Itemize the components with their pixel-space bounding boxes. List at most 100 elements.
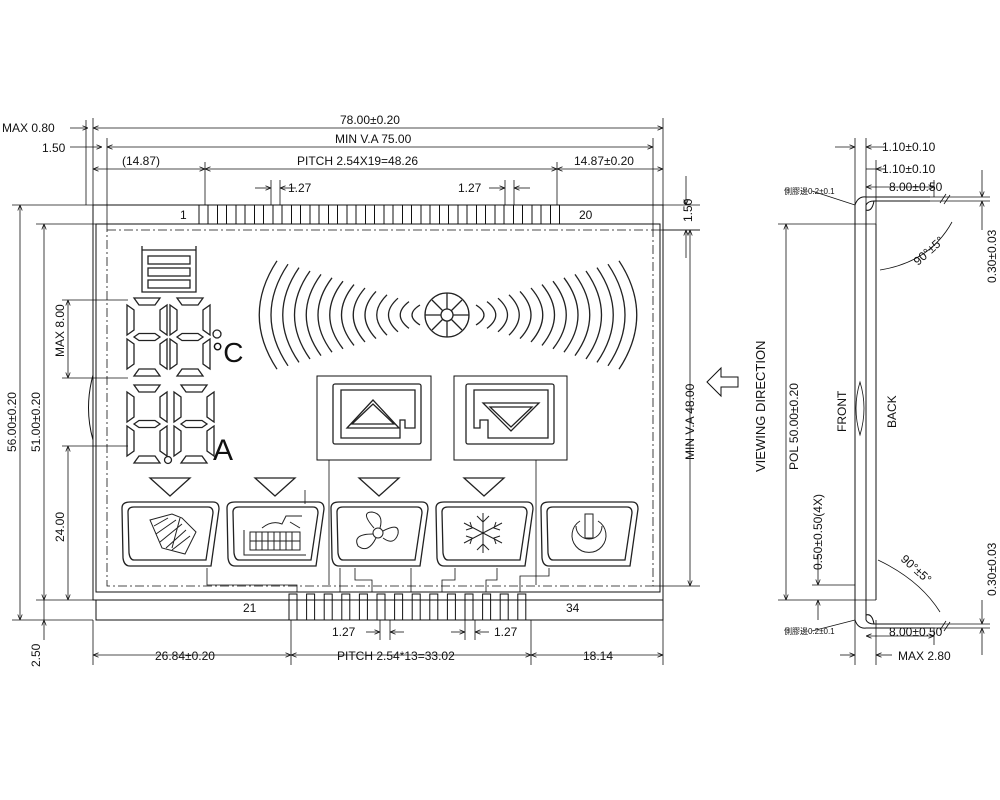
viewing-direction-arrow-icon bbox=[706, 366, 739, 398]
gap-bottom-label: 0.30±0.03 bbox=[985, 542, 999, 596]
top-dimension-text: 78.00±0.20 MIN V.A 75.00 PITCH 2.54X19=4… bbox=[2, 113, 695, 222]
up-arrow-button bbox=[316, 375, 432, 585]
wind-arc-left bbox=[364, 290, 377, 340]
side-view-drawing bbox=[778, 138, 990, 665]
down-arrow-button bbox=[453, 375, 568, 585]
lcd-panel-outline bbox=[92, 204, 664, 621]
top-pin bbox=[439, 204, 449, 225]
wind-arc-right bbox=[541, 284, 555, 346]
thickness-2-label: 1.10±0.10 bbox=[882, 162, 936, 176]
bottom-pin bbox=[323, 593, 333, 621]
wind-arc-left bbox=[293, 270, 311, 360]
angle-top-label: 90°±5° bbox=[911, 233, 947, 268]
right-dimension-lines bbox=[653, 229, 739, 587]
wind-arc-right bbox=[552, 280, 567, 350]
top-pin bbox=[272, 204, 283, 225]
lead-bottom-label: 8.00±0.50 bbox=[889, 625, 943, 639]
wind-arc-right bbox=[607, 263, 626, 367]
side-glue-note-top: 側膠邊0.2±0.1 bbox=[784, 186, 835, 196]
wind-arc-right bbox=[596, 267, 614, 363]
wind-arc-left bbox=[329, 280, 344, 350]
overall-width-label: 78.00±0.20 bbox=[340, 113, 400, 127]
wind-arc-left bbox=[282, 267, 300, 363]
top-pin bbox=[420, 204, 431, 225]
pin-1-label: 1 bbox=[180, 208, 187, 222]
wind-arc-left bbox=[352, 287, 366, 343]
amp-unit: A bbox=[213, 434, 233, 467]
top-pin bbox=[531, 204, 542, 225]
right-offset-label: 14.87±0.20 bbox=[574, 154, 634, 168]
view-area-label: MIN V.A 75.00 bbox=[335, 132, 412, 146]
bottom-pin bbox=[358, 593, 368, 621]
bottom-dimension-text: 21 34 1.27 1.27 26.84±0.20 PITCH 2.54*13… bbox=[155, 601, 613, 663]
mode-button-cool bbox=[435, 501, 534, 567]
seven-segment-digit bbox=[173, 384, 215, 464]
top-pin bbox=[402, 204, 412, 225]
bottom-pin-row bbox=[288, 593, 527, 621]
degree-symbol bbox=[212, 329, 222, 339]
wind-arc-right bbox=[563, 277, 579, 353]
wind-arc-right bbox=[497, 297, 509, 333]
top-pin bbox=[346, 204, 357, 225]
lead-top-label: 8.00±0.50 bbox=[889, 180, 943, 194]
top-pin bbox=[235, 204, 246, 225]
left-dimension-lines bbox=[12, 204, 128, 640]
top-pin bbox=[494, 204, 505, 225]
center-fan-icon bbox=[424, 292, 470, 338]
top-pin bbox=[383, 204, 394, 225]
outer-height-label: 56.00±0.20 bbox=[5, 392, 19, 452]
top-pin bbox=[513, 204, 523, 225]
wind-speed-arcs bbox=[258, 260, 638, 370]
pitch-bottom-label: PITCH 2.54*13=33.02 bbox=[337, 649, 455, 663]
wind-arc-left bbox=[387, 297, 399, 333]
bottom-pin bbox=[411, 593, 421, 621]
wind-arc-left bbox=[258, 260, 278, 370]
mode-button-sweep bbox=[121, 501, 220, 567]
seven-segment-digit bbox=[126, 297, 168, 377]
pin-gap-left-label: 1.27 bbox=[288, 181, 312, 195]
bottom-gap-label: 2.50 bbox=[29, 643, 43, 667]
segment-traces bbox=[206, 490, 550, 592]
celsius-unit: °C bbox=[212, 337, 243, 368]
pin-gap-right-label: 1.27 bbox=[458, 181, 482, 195]
wind-arc-right bbox=[519, 290, 532, 340]
wind-arc-right bbox=[486, 301, 497, 329]
wind-arc-right bbox=[585, 270, 603, 360]
bottom-pin bbox=[446, 593, 456, 621]
bottom-pin bbox=[499, 593, 509, 621]
top-pin bbox=[309, 204, 320, 225]
mode-button-power bbox=[540, 501, 639, 567]
bottom-pin bbox=[482, 593, 492, 621]
pol-label: POL 50.00±0.20 bbox=[787, 383, 801, 470]
panel-notch bbox=[88, 374, 94, 441]
pin-21-label: 21 bbox=[243, 601, 257, 615]
viewing-direction-label: VIEWING DIRECTION bbox=[753, 341, 768, 472]
wind-arc-right bbox=[508, 294, 520, 336]
bottom-gap-right-label: 1.27 bbox=[494, 625, 518, 639]
bottom-pin bbox=[464, 593, 474, 621]
seven-segment-digit bbox=[169, 297, 211, 377]
bottom-pin bbox=[376, 593, 386, 621]
seven-segment-digits bbox=[126, 297, 222, 465]
top-pin bbox=[365, 204, 375, 225]
right-top-label: 1.50 bbox=[681, 198, 695, 222]
mode-indicator-triangles bbox=[148, 477, 506, 497]
wind-arc-left bbox=[270, 263, 289, 367]
va-height-label: MIN V.A 48.00 bbox=[683, 383, 697, 460]
top-pin bbox=[328, 204, 338, 225]
inner-height-label: 51.00±0.20 bbox=[29, 392, 43, 452]
wind-arc-right bbox=[618, 260, 638, 370]
top-pin-row bbox=[198, 204, 560, 225]
left-dimension-text: 56.00±0.20 51.00±0.20 MAX 8.00 24.00 2.5… bbox=[5, 304, 67, 667]
wind-arc-left bbox=[376, 294, 388, 336]
pitch-top-label: PITCH 2.54X19=48.26 bbox=[297, 154, 418, 168]
pin-34-label: 34 bbox=[566, 601, 580, 615]
angle-bottom-label: 90°±5° bbox=[898, 552, 934, 587]
wind-arc-right bbox=[574, 274, 591, 356]
max-thickness-label: MAX 2.80 bbox=[898, 649, 951, 663]
wind-arc-left bbox=[305, 274, 322, 356]
left-edge-label: 1.50 bbox=[42, 141, 66, 155]
wind-arc-left bbox=[411, 304, 421, 326]
front-label: FRONT bbox=[835, 390, 849, 432]
top-pin bbox=[217, 204, 227, 225]
